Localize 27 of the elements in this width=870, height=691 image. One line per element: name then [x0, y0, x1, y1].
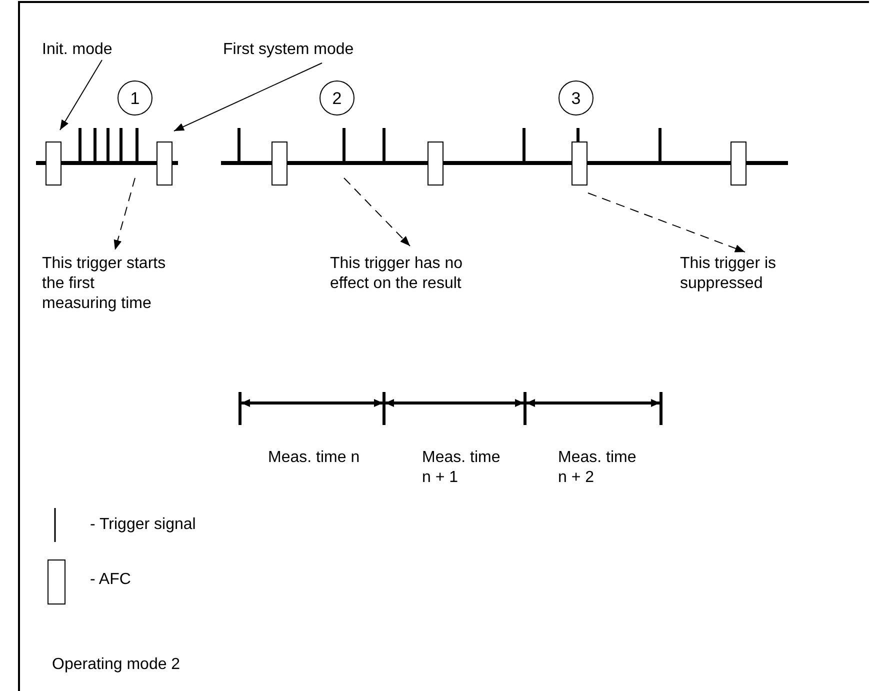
callout-text: This trigger is suppressed: [680, 254, 830, 294]
leader-arrow: [588, 192, 746, 252]
period-label: Meas. time n + 1: [422, 448, 502, 488]
caption: Operating mode 2: [52, 655, 180, 675]
leader-arrow: [114, 178, 136, 250]
step-number-circle: 3: [558, 80, 594, 116]
afc-block: [46, 142, 62, 186]
step-number-circle: 2: [320, 80, 354, 116]
callout-text: This trigger has no effect on the result: [330, 254, 480, 294]
afc-block: [156, 142, 172, 186]
callout-text: This trigger starts the first measuring time: [42, 254, 167, 314]
period-label: Meas. time n: [268, 448, 361, 468]
afc-block: [428, 142, 444, 186]
leader-arrow: [60, 60, 102, 130]
trigger-tick: [342, 128, 346, 163]
period-label: Meas. time n + 2: [558, 448, 638, 488]
leader-arrow: [174, 62, 322, 132]
trigger-tick: [136, 128, 138, 163]
callout-text: Init. mode: [42, 40, 172, 60]
step-number-circle: 1: [118, 80, 152, 116]
afc-block: [272, 142, 288, 186]
legend-text: - AFC: [90, 570, 131, 590]
legend-text: - Trigger signal: [90, 515, 196, 535]
afc-block: [730, 142, 746, 186]
callout-text: First system mode: [223, 40, 393, 60]
leader-arrow: [344, 178, 410, 246]
afc-block: [572, 142, 588, 186]
